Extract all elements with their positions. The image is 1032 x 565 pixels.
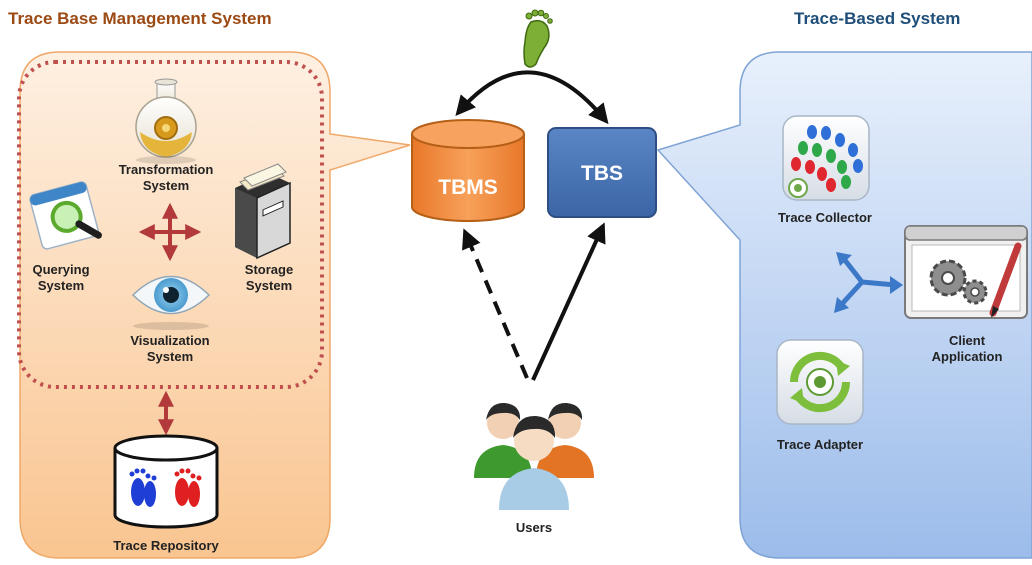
footprint-icon (523, 9, 553, 68)
client-application-icon (904, 225, 1028, 319)
users-icon (474, 402, 594, 510)
move-arrows-icon (138, 202, 202, 262)
trace-adapter-icon (776, 339, 864, 425)
visualization-label-line2: System (146, 349, 194, 365)
trace-repository-icon (113, 434, 219, 529)
trace-collector-icon (782, 115, 870, 201)
visualization-label-line1: Visualization (130, 333, 210, 348)
left-panel-title: Trace Base Management System (8, 9, 272, 28)
flask-gear-icon (135, 78, 197, 164)
tbms-label: TBMS (438, 176, 498, 199)
tbs-label: TBS (581, 162, 623, 185)
storage-label-line2: System (245, 278, 293, 294)
connector-arrows-icon (834, 252, 903, 313)
client-application-label: Client Application (912, 333, 1022, 366)
left-panel-callout (19, 51, 411, 559)
storage-label-line1: Storage (244, 262, 294, 277)
trace-adapter-label: Trace Adapter (776, 437, 864, 452)
transformation-system-label: Transformation System (101, 162, 231, 195)
transformation-label-line1: Transformation (118, 162, 214, 177)
search-window-icon (29, 181, 102, 250)
trace-repository-label: Trace Repository (113, 538, 219, 553)
tbms-tbs-arrow (455, 70, 609, 125)
tbs-box (547, 127, 657, 218)
transformation-label-line2: System (142, 178, 190, 194)
users-tbms-arrow (462, 228, 529, 379)
storage-system-label: Storage System (232, 262, 306, 295)
right-panel-title: Trace-Based System (794, 9, 961, 28)
querying-label-line1: Querying (32, 262, 90, 277)
visualization-system-label: Visualization System (111, 333, 229, 366)
tbms-boundary (17, 60, 324, 389)
users-label: Users (515, 520, 553, 535)
users-tbs-arrow (531, 222, 606, 381)
querying-label-line2: System (37, 278, 85, 294)
trace-collector-label: Trace Collector (778, 210, 872, 225)
tbms-database (411, 119, 525, 222)
querying-system-label: Querying System (24, 262, 98, 295)
client-label-line2: Application (931, 349, 1003, 365)
file-storage-icon (235, 163, 291, 260)
eye-icon (131, 275, 211, 330)
client-label-line1: Client (948, 333, 986, 348)
